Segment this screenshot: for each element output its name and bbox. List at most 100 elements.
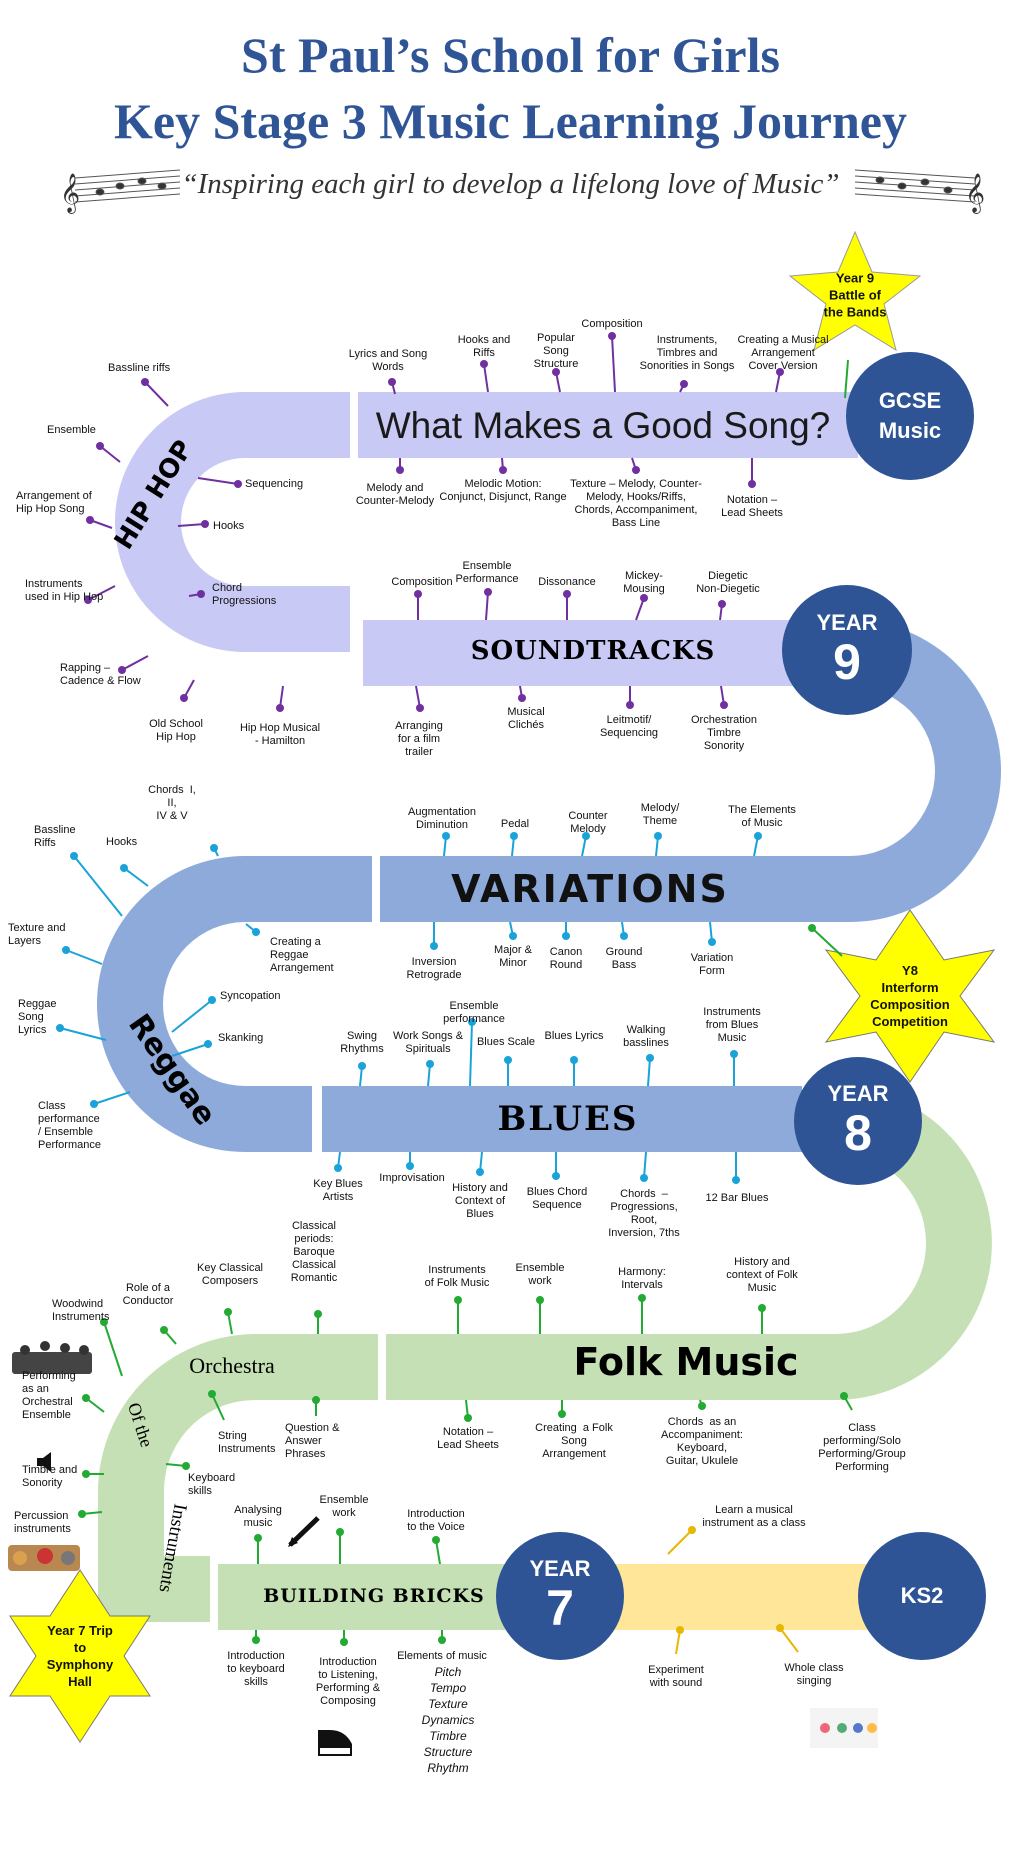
topic-orch: Woodwind Instruments bbox=[52, 1298, 110, 1323]
leader-dot bbox=[468, 1018, 476, 1026]
topic-orch: Role of a Conductor bbox=[122, 1282, 174, 1307]
leader-dot bbox=[499, 466, 507, 474]
topic-bricks-top: Introduction to the Voice bbox=[407, 1508, 465, 1533]
band-building-bricks: BUILDING BRICKS bbox=[263, 1585, 485, 1607]
leader-line bbox=[469, 1021, 473, 1087]
orchestra-silhouette-icon bbox=[12, 1341, 92, 1374]
star-year8 bbox=[824, 909, 996, 1083]
leader-dot bbox=[312, 1396, 320, 1404]
leader-dot bbox=[558, 1410, 566, 1418]
leader-dot bbox=[708, 938, 716, 946]
leader-dot bbox=[582, 832, 590, 840]
leader-line bbox=[144, 381, 169, 407]
leader-dot bbox=[552, 1172, 560, 1180]
leader-dot bbox=[224, 1308, 232, 1316]
leader-dot bbox=[464, 1414, 472, 1422]
band-orchestra: Orchestra bbox=[189, 1353, 275, 1378]
leader-dot bbox=[90, 1100, 98, 1108]
leader-dot bbox=[476, 1168, 484, 1176]
topic-blues-bottom: Key Blues Artists bbox=[313, 1178, 363, 1203]
ks2-circle: KS2 bbox=[858, 1532, 986, 1660]
topic-orch: Timbre and Sonority bbox=[22, 1464, 78, 1489]
leader-dot bbox=[442, 832, 450, 840]
leader-dot bbox=[201, 520, 209, 528]
leader-dot bbox=[334, 1164, 342, 1172]
leader-dot bbox=[840, 1392, 848, 1400]
topic-bricks-bottom: Introduction to keyboard skills bbox=[227, 1650, 285, 1688]
leader-dot bbox=[406, 1162, 414, 1170]
leader-line bbox=[93, 1091, 131, 1105]
leader-line bbox=[73, 855, 123, 917]
band-good-song: What Makes a Good Song? bbox=[375, 405, 831, 446]
leader-dot bbox=[518, 694, 526, 702]
leader-line bbox=[647, 1057, 651, 1087]
topic-var-top: Pedal bbox=[500, 818, 530, 830]
topic-var-top: Melody/ Theme bbox=[640, 802, 680, 827]
leader-line bbox=[611, 335, 616, 393]
leader-dot bbox=[182, 1462, 190, 1470]
topic-blues-top: Instruments from Blues Music bbox=[703, 1006, 761, 1044]
leader-dot bbox=[432, 1536, 440, 1544]
topic-song-top: Popular Song Structure bbox=[533, 332, 579, 370]
topic-blues-bottom: 12 Bar Blues bbox=[705, 1192, 769, 1204]
leader-dot bbox=[180, 694, 188, 702]
leader-dot bbox=[314, 1310, 322, 1318]
leader-dot bbox=[620, 932, 628, 940]
leader-line bbox=[103, 1321, 123, 1377]
topic-bricks-bottom: Elements of music bbox=[397, 1650, 487, 1662]
topic-folk-top: Harmony: Intervals bbox=[618, 1266, 666, 1291]
topic-folk-bottom: Creating a Folk Song Arrangement bbox=[535, 1422, 613, 1460]
leader-dot bbox=[208, 1390, 216, 1398]
leader-dot bbox=[758, 1304, 766, 1312]
topic-song-top: Lyrics and Song Words bbox=[348, 348, 428, 373]
topic-blues-top: Ensemble performance bbox=[443, 1000, 505, 1025]
star-year9 bbox=[788, 230, 922, 352]
year9-circle: YEAR 9 bbox=[782, 585, 912, 715]
topic-folk-top: Ensemble work bbox=[515, 1262, 565, 1287]
leader-dot bbox=[720, 701, 728, 709]
leader-dot bbox=[254, 1534, 262, 1542]
topic-reggae: Chords I, II, IV & V bbox=[148, 784, 196, 822]
topic-orch: Performing as an Orchestral Ensemble bbox=[22, 1370, 76, 1421]
band-blues: BLUES bbox=[497, 1099, 639, 1139]
band-folk: Folk Music bbox=[573, 1340, 799, 1384]
music-notes-left-icon: 𝄞 bbox=[60, 169, 181, 214]
soundtracks-band bbox=[363, 620, 803, 686]
leader-dot bbox=[552, 368, 560, 376]
leader-dot bbox=[626, 701, 634, 709]
star-year7 bbox=[9, 1569, 151, 1743]
topic-reggae: Hooks bbox=[106, 836, 138, 848]
topic-folk-bottom: Notation – Lead Sheets bbox=[437, 1426, 499, 1451]
leader-dot bbox=[718, 600, 726, 608]
element-of-music: Structure bbox=[423, 1745, 473, 1759]
topic-var-bottom: Variation Form bbox=[690, 952, 734, 977]
leader-dot bbox=[654, 832, 662, 840]
orchestra-curve bbox=[98, 1334, 378, 1622]
star-year8-text: Y8 Interform Composition Competition bbox=[870, 963, 950, 1029]
variations-band bbox=[380, 856, 850, 922]
topic-hiphop: Chord Progressions bbox=[212, 582, 277, 607]
leader-dot bbox=[698, 1402, 706, 1410]
topic-blues-top: Blues Lyrics bbox=[544, 1030, 604, 1042]
leader-dot bbox=[84, 596, 92, 604]
topic-hiphop: Instruments used in Hip Hop bbox=[25, 578, 104, 603]
element-of-music: Texture bbox=[428, 1697, 468, 1711]
topic-blues-bottom: Blues Chord Sequence bbox=[526, 1186, 588, 1211]
topic-song-bottom: Texture – Melody, Counter- Melody, Hooks… bbox=[570, 478, 702, 529]
building-bricks-band bbox=[218, 1564, 518, 1630]
grand-piano-icon bbox=[318, 1730, 352, 1756]
year7-word: YEAR bbox=[529, 1556, 591, 1581]
topic-blues-top: Blues Scale bbox=[476, 1036, 536, 1048]
page-title: St Paul’s School for Girls bbox=[241, 27, 780, 83]
topic-folk-bottom: Class performing/Solo Performing/Group P… bbox=[818, 1422, 906, 1473]
leader-dot bbox=[118, 666, 126, 674]
year7-number: 7 bbox=[546, 1580, 574, 1636]
leader-dot bbox=[82, 1394, 90, 1402]
leader-line bbox=[435, 1539, 441, 1565]
year7-circle: YEAR 7 bbox=[496, 1532, 624, 1660]
leader-dot bbox=[536, 1296, 544, 1304]
leader-dot bbox=[504, 1056, 512, 1064]
school-motto: “Inspiring each girl to develop a lifelo… bbox=[181, 168, 840, 200]
leader-dot bbox=[234, 480, 242, 488]
leader-dot bbox=[640, 1174, 648, 1182]
